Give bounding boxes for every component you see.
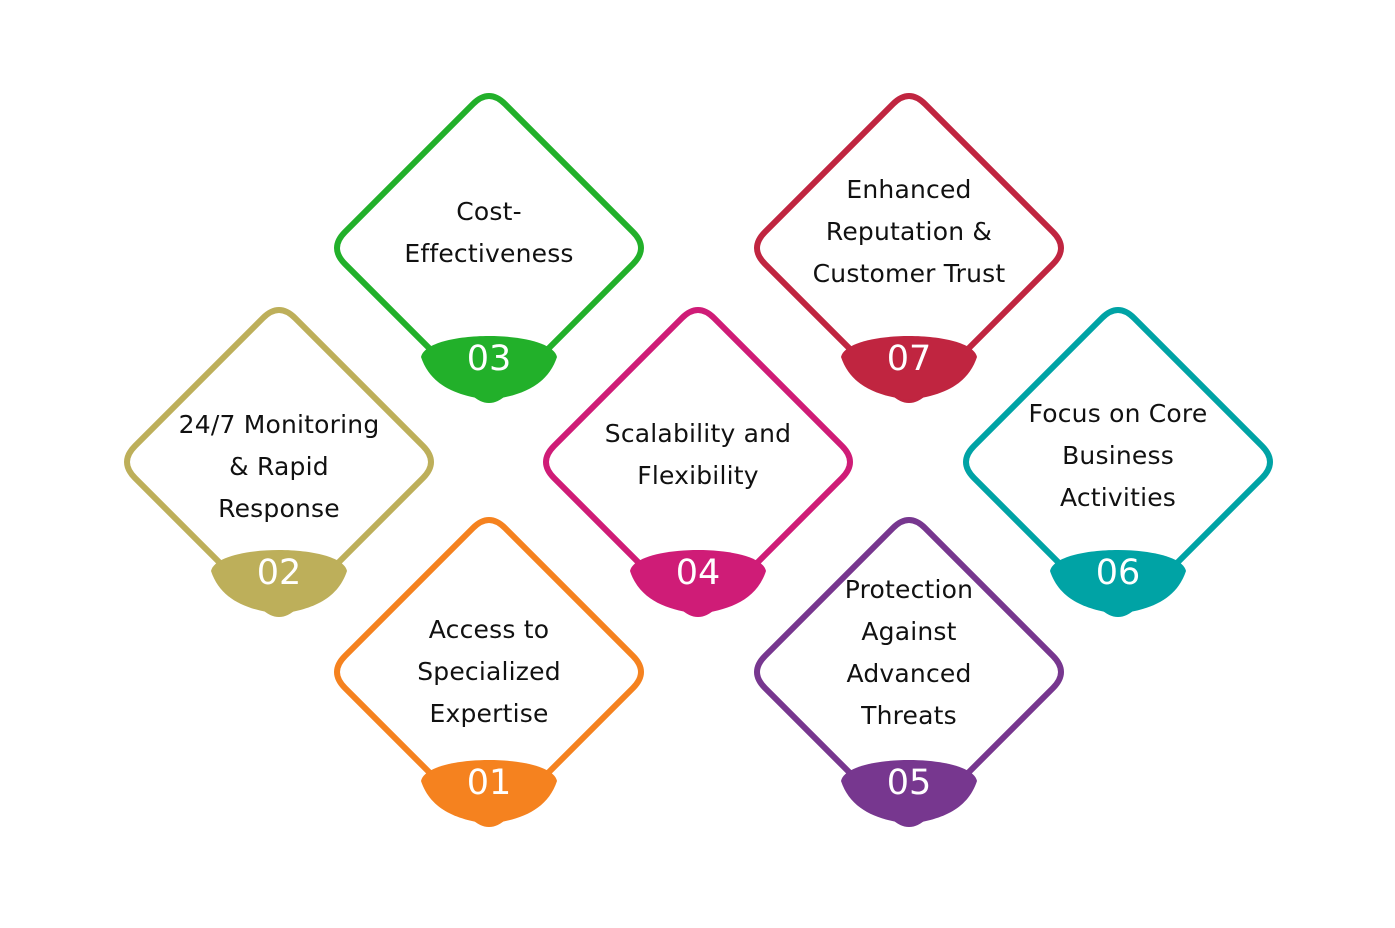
- number-badge-04: [630, 550, 766, 614]
- number-badge-05: [841, 760, 977, 824]
- number-badge-01: [421, 760, 557, 824]
- number-badge-02: [211, 550, 347, 614]
- benefit-card-01: [334, 517, 644, 827]
- benefit-card-07: [754, 93, 1064, 403]
- benefit-card-06: [963, 307, 1273, 617]
- benefit-card-05: [754, 517, 1064, 827]
- benefit-card-03: [334, 93, 644, 403]
- benefit-card-04: [543, 307, 853, 617]
- number-badge-07: [841, 336, 977, 400]
- benefit-card-02: [124, 307, 434, 617]
- number-badge-06: [1050, 550, 1186, 614]
- number-badge-03: [421, 336, 557, 400]
